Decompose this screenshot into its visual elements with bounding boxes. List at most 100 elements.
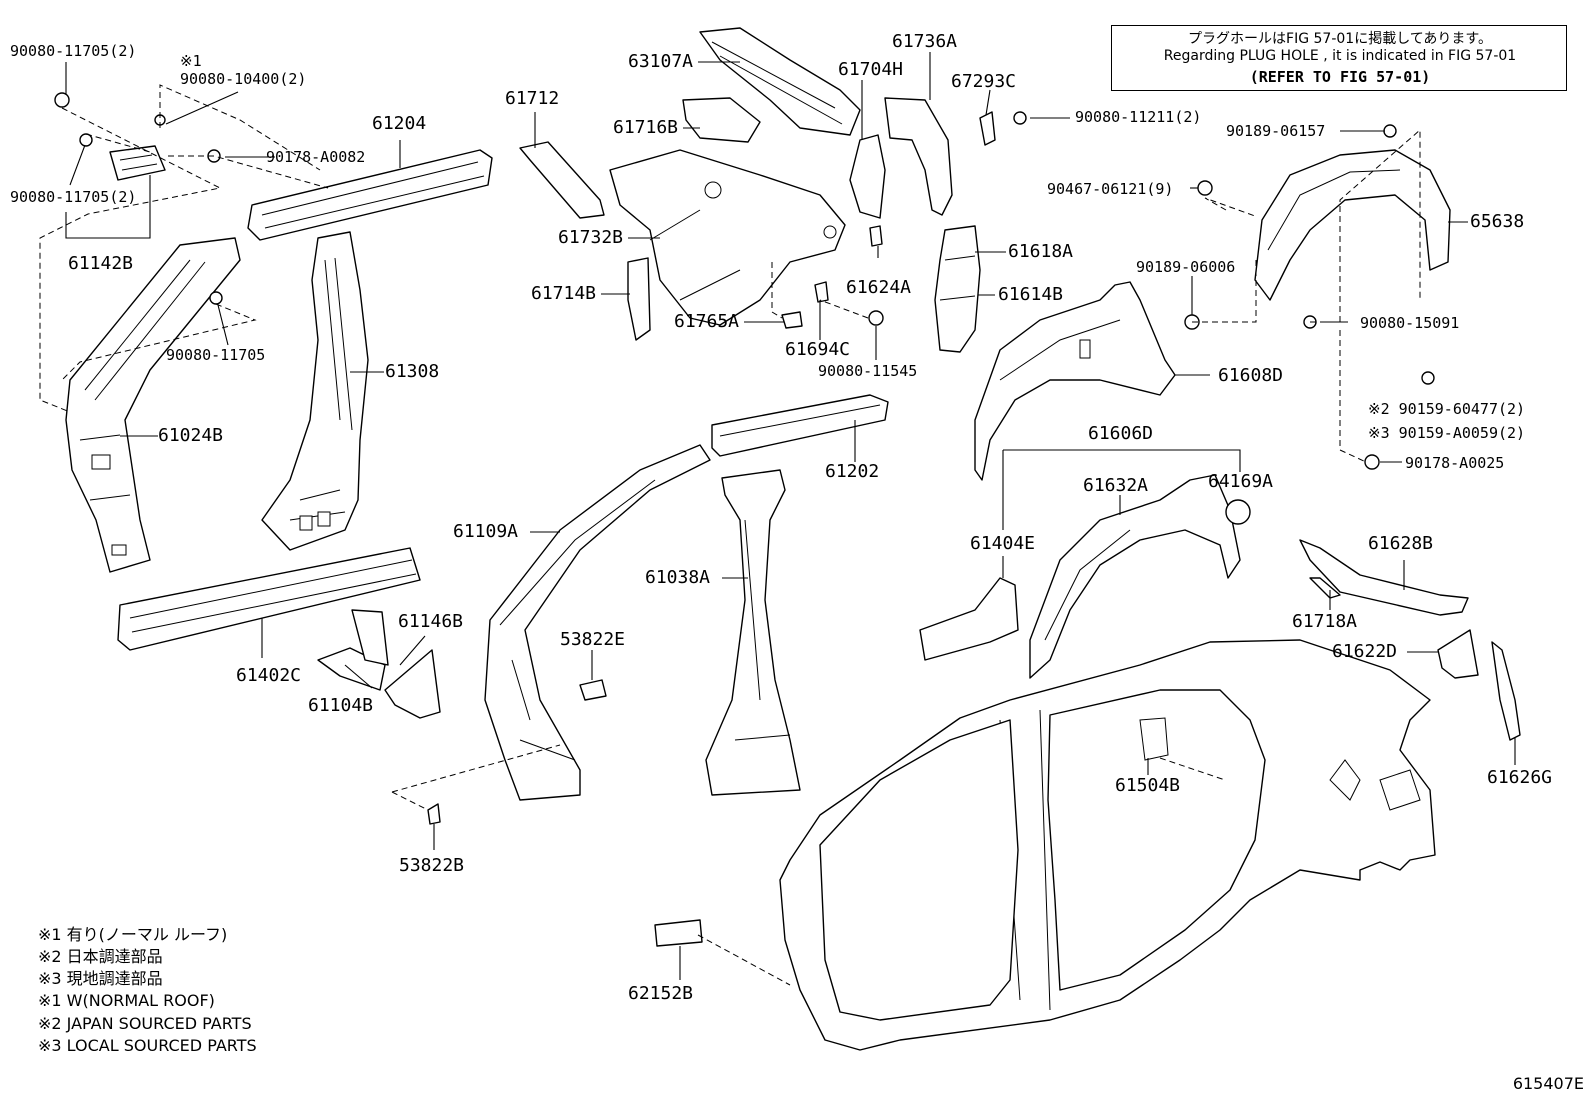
part-64169A-cap (1225, 499, 1251, 525)
part-53822E-pad (579, 679, 607, 701)
part-61204-roof-side-rail (247, 149, 493, 241)
part-label: 53822B (399, 855, 465, 876)
part-label: 61694C (785, 339, 851, 360)
part-61622D (1437, 629, 1479, 679)
part-label: 61608D (1218, 365, 1284, 386)
part-label: 61308 (385, 361, 440, 382)
leader-lines (65, 52, 1516, 980)
part-61618A-61614B-reinforcement (934, 225, 981, 353)
part-label: 61614B (998, 284, 1064, 305)
part-label: 61732B (558, 227, 624, 248)
part-label: 90178-A0082 (266, 148, 366, 166)
part-61024B-front-pillar-lower (65, 237, 241, 573)
part-label: 61626G (1487, 767, 1553, 788)
part-61038A-center-pillar-outer (705, 469, 801, 796)
part-label: 61736A (892, 31, 958, 52)
fastener-group (54, 92, 1435, 470)
part-61308-center-pillar-inner (261, 231, 369, 551)
note-line-english: Regarding PLUG HOLE , it is indicated in… (1163, 48, 1517, 64)
part-label: 61104B (308, 695, 374, 716)
part-label: 65638 (1470, 211, 1525, 232)
part-label: 90178-A0025 (1405, 454, 1505, 472)
part-label: 90080-11705 (166, 346, 266, 364)
part-label: 64169A (1208, 471, 1274, 492)
part-61404E-bracket (919, 577, 1019, 661)
part-label: 61716B (613, 117, 679, 138)
note-line-japanese: プラグホールはFIG 57-01に掲載してあります。 (1188, 31, 1492, 47)
part-label: 61202 (825, 461, 880, 482)
part-label: 61402C (236, 665, 302, 686)
part-61765A-clip (781, 311, 803, 329)
part-label: 61204 (372, 113, 427, 134)
part-61142B-bracket (109, 145, 166, 181)
part-61626G (1491, 641, 1521, 741)
part-label: 61718A (1292, 611, 1358, 632)
part-61146B-gusset (351, 609, 441, 719)
part-61632A-wheel-housing-outer (1029, 474, 1241, 679)
part-label: 53822E (560, 629, 626, 650)
part-65638-wheel-liner (1254, 149, 1451, 301)
part-label: 90080-11211(2) (1075, 108, 1202, 126)
part-label: 63107A (628, 51, 694, 72)
part-61628B-extension (1299, 539, 1469, 616)
part-label: 61109A (453, 521, 519, 542)
part-61202-roof-rail (711, 394, 889, 457)
part-label: 61622D (1332, 641, 1398, 662)
part-61109A-front-pillar-outer (484, 444, 711, 801)
part-label: 90189-06006 (1136, 258, 1236, 276)
part-label: 61624A (846, 277, 912, 298)
part-label: 61714B (531, 283, 597, 304)
legend-line: ※3 現地調達部品 (38, 969, 163, 988)
part-label: 61618A (1008, 241, 1074, 262)
part-label: 61024B (158, 425, 224, 446)
part-label: 67293C (951, 71, 1017, 92)
part-61718A (1309, 577, 1341, 599)
note-line-refer: (REFER TO FIG 57-01) (1249, 68, 1431, 86)
part-53822B-pad (427, 803, 441, 825)
legend-line: ※1 有り(ノーマル ルーフ) (38, 925, 228, 944)
part-label: 61038A (645, 567, 711, 588)
part-63107A-roof-rail (699, 27, 861, 136)
reference-note-box: プラグホールはFIG 57-01に掲載してあります。 Regarding PLU… (1111, 25, 1567, 91)
part-body-side-outer-panel (779, 639, 1436, 1051)
part-61712 (519, 141, 605, 219)
part-label: 90080-15091 (1360, 314, 1460, 332)
part-61714B (627, 257, 651, 341)
part-label: ※1 (180, 52, 202, 70)
part-label: 61606D (1088, 423, 1154, 444)
part-61694C-clip (814, 281, 829, 303)
part-label: 90080-10400(2) (180, 70, 307, 88)
part-label: 90080-11705(2) (10, 42, 137, 60)
part-label: 90467-06121(9) (1047, 180, 1174, 198)
part-61716B (682, 97, 761, 143)
bolt-90080-11545 (868, 310, 884, 326)
part-label: 61765A (674, 311, 740, 332)
part-label: 61404E (970, 533, 1036, 554)
part-61402C-rocker (117, 547, 421, 651)
part-62152B-pad (654, 919, 703, 947)
part-61624A-clip (869, 225, 883, 247)
part-label: 61632A (1083, 475, 1149, 496)
legend-line: ※2 日本調達部品 (38, 947, 163, 966)
part-label: 62152B (628, 983, 694, 1004)
part-label: 61142B (68, 253, 134, 274)
part-label: 90189-06157 (1226, 122, 1326, 140)
legend-line: ※2 JAPAN SOURCED PARTS (38, 1014, 252, 1033)
part-label: 61146B (398, 611, 464, 632)
part-67293C-clip (979, 111, 996, 146)
part-label: 90080-11545 (818, 362, 918, 380)
part-label: 61628B (1368, 533, 1434, 554)
part-label: ※3 90159-A0059(2) (1368, 424, 1526, 442)
part-61704H (849, 134, 886, 219)
part-label: ※2 90159-60477(2) (1368, 400, 1526, 418)
legend-line: ※3 LOCAL SOURCED PARTS (38, 1036, 257, 1055)
part-label: 61712 (505, 88, 560, 109)
part-label: 90080-11705(2) (10, 188, 137, 206)
part-label: 61704H (838, 59, 904, 80)
part-61736A (884, 97, 953, 216)
part-label: 61504B (1115, 775, 1181, 796)
phantom-lines (39, 84, 1421, 986)
figure-code: 615407E (1512, 1074, 1584, 1093)
legend-line: ※1 W(NORMAL ROOF) (38, 991, 215, 1010)
